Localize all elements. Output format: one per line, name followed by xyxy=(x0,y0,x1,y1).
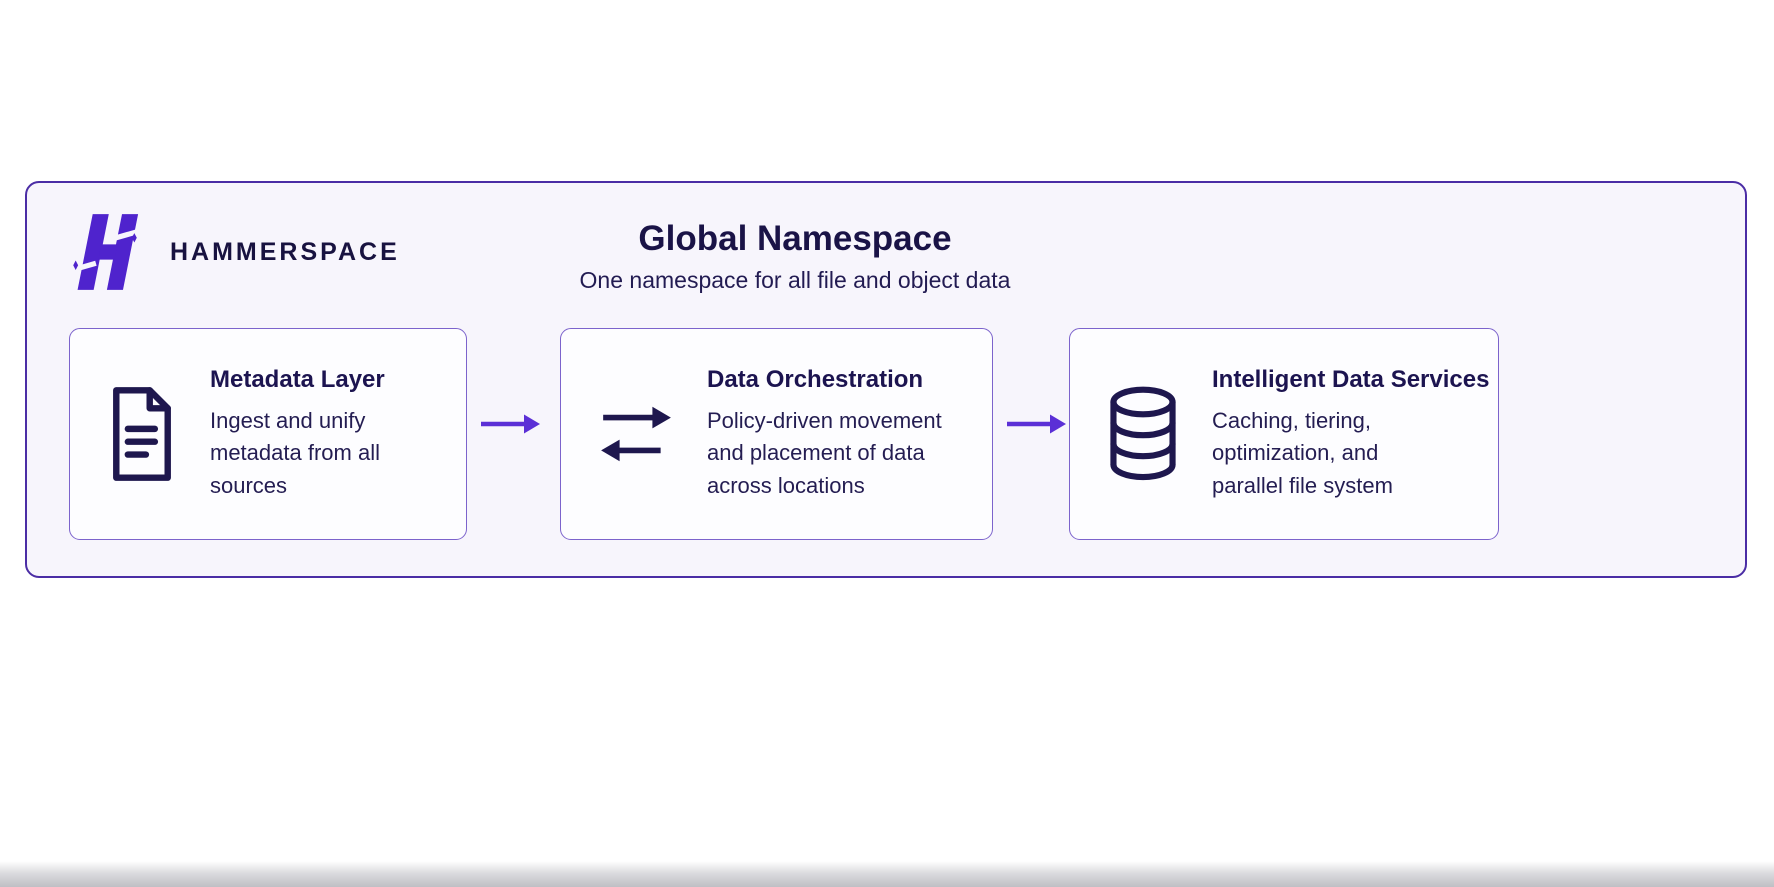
bottom-gradient-strip xyxy=(0,861,1774,887)
card-data-orchestration: Data Orchestration Policy-driven movemen… xyxy=(560,328,993,540)
card-body: Caching, tiering, optimization, and para… xyxy=(1212,408,1393,498)
card-body: Policy-driven movement and placement of … xyxy=(707,408,942,498)
card-text: Intelligent Data Services Caching, tieri… xyxy=(1212,366,1489,502)
panel-header: Global Namespace One namespace for all f… xyxy=(395,219,1195,294)
brand-name: HAMMERSPACE xyxy=(170,237,400,266)
global-namespace-panel: HAMMERSPACE Global Namespace One namespa… xyxy=(25,181,1747,578)
panel-subtitle: One namespace for all file and object da… xyxy=(579,267,1011,293)
brand: HAMMERSPACE xyxy=(70,211,400,293)
card-title: Intelligent Data Services xyxy=(1212,366,1490,393)
sync-arrows-icon xyxy=(597,401,675,467)
hammerspace-logo-icon xyxy=(70,211,140,293)
document-icon xyxy=(106,383,178,485)
database-icon xyxy=(1106,386,1180,482)
card-title: Metadata Layer xyxy=(210,366,385,393)
panel-title: Global Namespace xyxy=(638,219,952,258)
right-arrow-icon xyxy=(1005,411,1067,437)
right-arrow-icon xyxy=(479,411,541,437)
card-body: Ingest and unify metadata from all sourc… xyxy=(210,408,380,498)
card-intelligent-data-services: Intelligent Data Services Caching, tieri… xyxy=(1069,328,1499,540)
card-metadata-layer: Metadata Layer Ingest and unify metadata… xyxy=(69,328,467,540)
card-title: Data Orchestration xyxy=(707,366,924,393)
card-text: Metadata Layer Ingest and unify metadata… xyxy=(210,366,395,502)
card-text: Data Orchestration Policy-driven movemen… xyxy=(707,366,962,502)
